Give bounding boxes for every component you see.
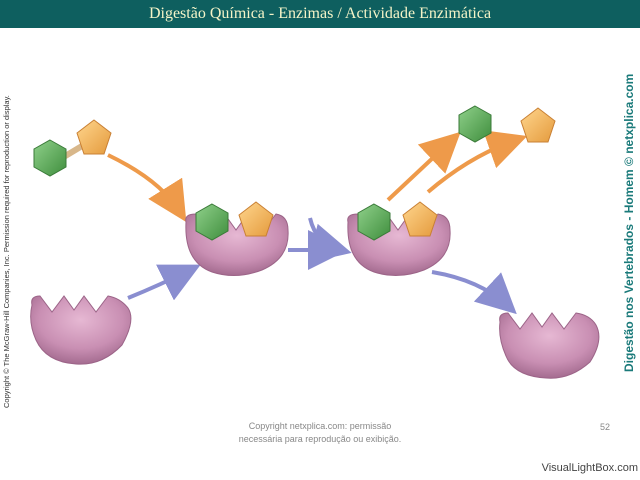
- substrate-hexagon: [33, 139, 67, 177]
- title-bar: Digestão Química - Enzimas / Actividade …: [0, 0, 640, 28]
- enzyme-diagram: [30, 105, 600, 379]
- arrow-enzyme-release: [431, 270, 517, 315]
- arrow-complex-curve: [307, 217, 352, 263]
- product-hexagon: [458, 105, 492, 143]
- free-enzyme-end: [499, 312, 600, 379]
- watermark-link[interactable]: VisualLightBox.com: [541, 462, 638, 474]
- copyright-vertical: Copyright © The McGraw-Hill Companies, I…: [2, 95, 11, 408]
- arrow-enzyme-binding: [127, 264, 201, 301]
- enzyme-substrate-complex: [185, 201, 289, 276]
- footer-note-line2: necessária para reprodução ou exibição.: [238, 434, 402, 444]
- footer-note: Copyright netxplica.com: permissão neces…: [200, 420, 440, 446]
- page-title: Digestão Química - Enzimas / Actividade …: [148, 5, 492, 22]
- complex-hexagon: [195, 203, 229, 241]
- product-pentagon: [520, 107, 556, 143]
- footer-note-line1: Copyright netxplica.com: permissão: [248, 421, 392, 431]
- product-complex-pentagon: [402, 201, 438, 237]
- complex-pentagon: [238, 201, 274, 237]
- arrow-substrate-binding: [107, 153, 187, 223]
- page-number: 52: [599, 422, 610, 432]
- product-complex-hexagon: [357, 203, 391, 241]
- substrate-pentagon: [76, 119, 112, 155]
- arrow-release-pentagon: [426, 130, 528, 194]
- arrow-release-hexagon: [386, 131, 461, 202]
- free-enzyme-start: [30, 295, 132, 365]
- enzyme-product-complex: [347, 201, 451, 276]
- credit-vertical: Digestão nos Vertebrados - Homem © netxp…: [622, 73, 636, 372]
- substrate-molecule: [33, 119, 112, 177]
